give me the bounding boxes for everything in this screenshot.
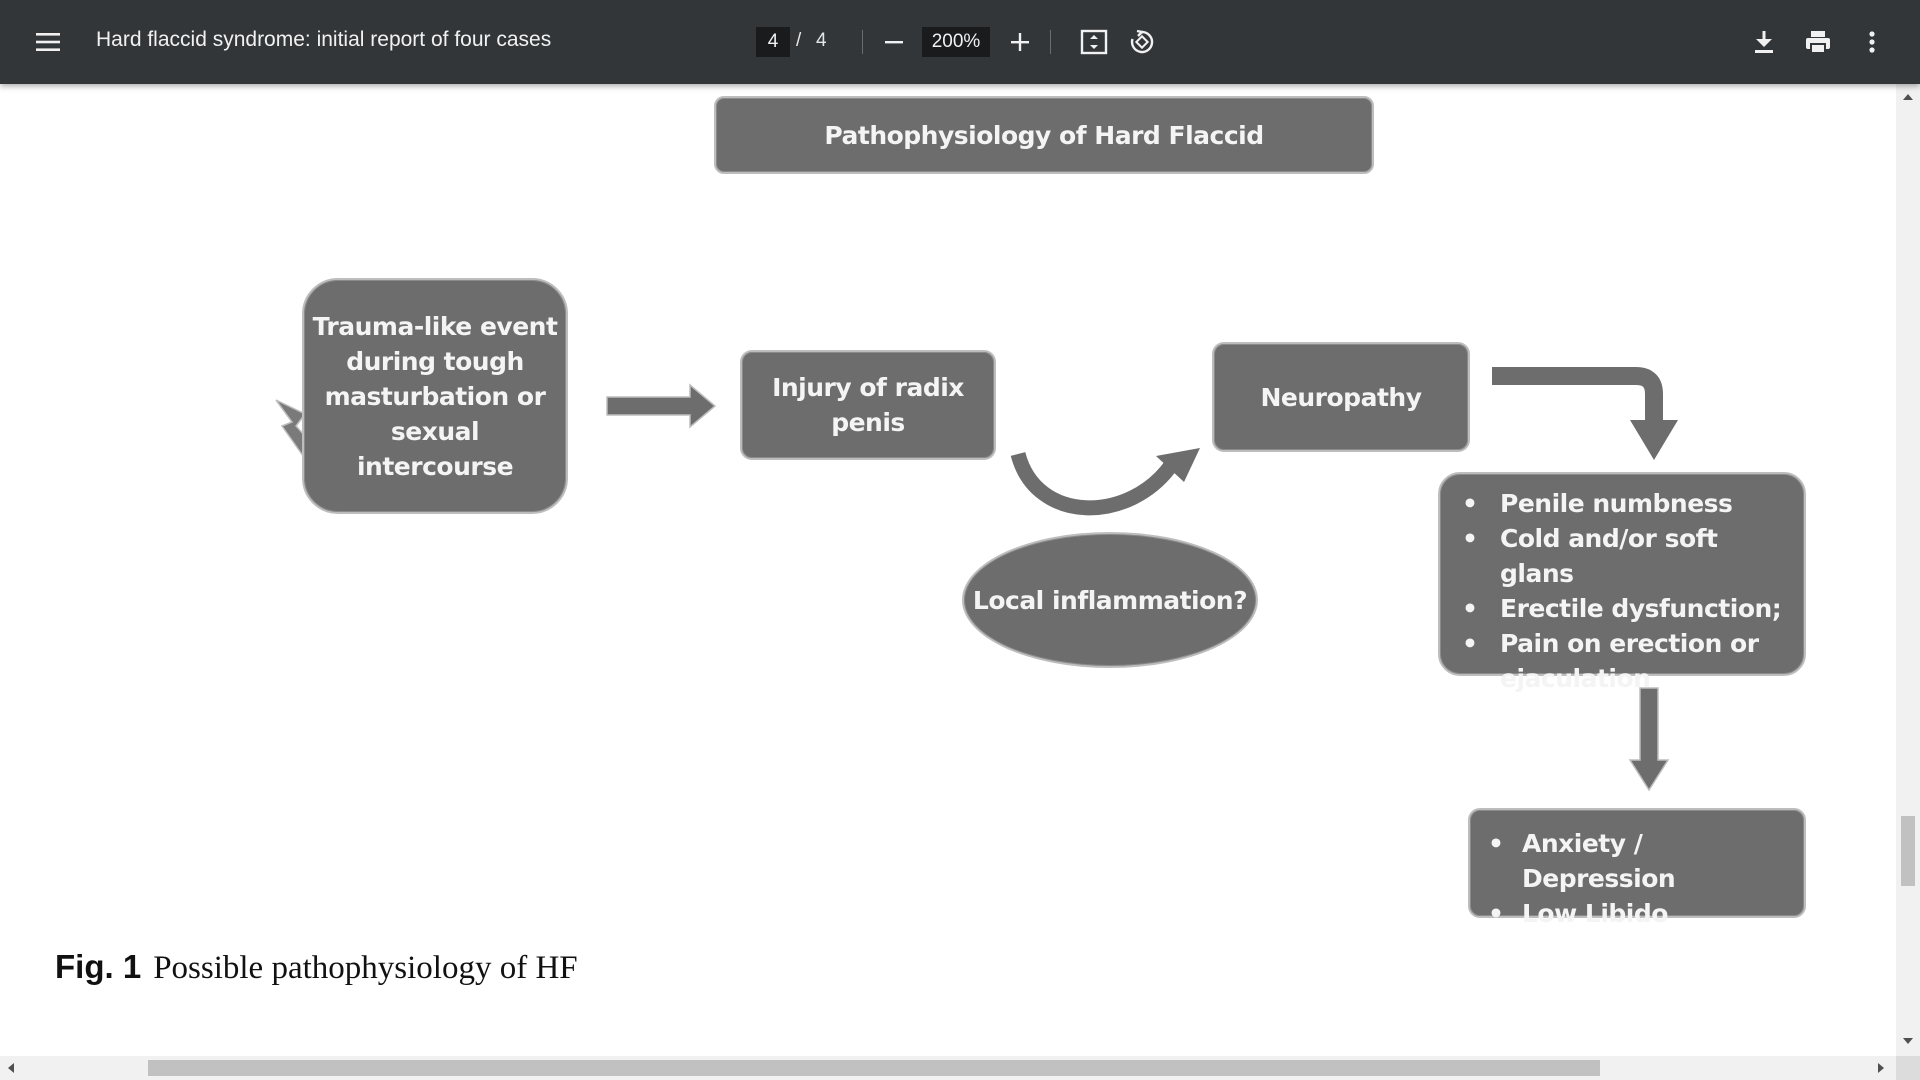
page-total: 4 bbox=[816, 30, 827, 51]
mood-item: Anxiety / Depression bbox=[1486, 826, 1794, 896]
symptom-item: Cold and/or soft glans bbox=[1460, 521, 1786, 591]
more-icon[interactable] bbox=[1852, 22, 1892, 62]
symptoms-box: Penile numbness Cold and/or soft glans E… bbox=[1438, 472, 1806, 693]
scrollbar-corner bbox=[1896, 1056, 1920, 1080]
trauma-event-box: Trauma-like event during tough masturbat… bbox=[302, 278, 568, 514]
download-icon[interactable] bbox=[1744, 22, 1784, 62]
symptom-item: Penile numbness bbox=[1460, 486, 1786, 521]
symptom-item: Erectile dysfunction; bbox=[1460, 591, 1786, 626]
vertical-scroll-thumb[interactable] bbox=[1901, 816, 1915, 886]
figure-caption-text: Possible pathophysiology of HF bbox=[153, 950, 578, 986]
horizontal-scroll-thumb[interactable] bbox=[148, 1060, 1600, 1076]
local-inflammation-ellipse: Local inflammation? bbox=[962, 532, 1258, 668]
pdf-page-view: Pathophysiology of Hard Flaccid Trauma-l… bbox=[0, 84, 1920, 1080]
scroll-down-icon[interactable] bbox=[1903, 1038, 1913, 1044]
pdf-toolbar: Hard flaccid syndrome: initial report of… bbox=[0, 0, 1920, 84]
fit-page-icon[interactable] bbox=[1074, 22, 1114, 62]
toolbar-divider bbox=[862, 30, 863, 54]
document-title: Hard flaccid syndrome: initial report of… bbox=[96, 28, 552, 51]
zoom-in-icon[interactable] bbox=[1000, 22, 1040, 62]
neuropathy-box: Neuropathy bbox=[1212, 342, 1470, 452]
scroll-left-icon[interactable] bbox=[8, 1063, 14, 1073]
flow-arrows bbox=[275, 367, 1678, 792]
page-number-input[interactable] bbox=[756, 27, 790, 57]
arrow-trauma-to-injury bbox=[606, 383, 717, 429]
mood-item: Low Libido bbox=[1486, 896, 1794, 931]
horizontal-scrollbar[interactable] bbox=[0, 1056, 1896, 1080]
zoom-level-input[interactable] bbox=[922, 27, 990, 57]
zoom-out-icon[interactable] bbox=[876, 22, 912, 62]
injury-radix-box: Injury of radix penis bbox=[740, 350, 996, 460]
page-separator: / bbox=[796, 30, 802, 51]
print-icon[interactable] bbox=[1798, 22, 1838, 62]
arrow-curve-to-neuropathy bbox=[1010, 451, 1179, 516]
figure-caption: Fig. 1 Possible pathophysiology of HF bbox=[55, 948, 578, 987]
figure-label: Fig. 1 bbox=[55, 948, 142, 985]
arrow-neuropathy-to-symptoms bbox=[1492, 367, 1663, 424]
figure-title-box: Pathophysiology of Hard Flaccid bbox=[714, 96, 1374, 174]
scroll-right-icon[interactable] bbox=[1878, 1063, 1884, 1073]
scroll-up-icon[interactable] bbox=[1903, 94, 1913, 100]
symptom-item: Pain on erection or ejaculation bbox=[1460, 626, 1786, 696]
mood-effects-box: Anxiety / Depression Low Libido bbox=[1468, 808, 1806, 931]
menu-icon[interactable] bbox=[28, 22, 68, 62]
vertical-scrollbar[interactable] bbox=[1896, 84, 1920, 1056]
rotate-icon[interactable] bbox=[1122, 22, 1162, 62]
arrow-symptoms-to-mood bbox=[1628, 687, 1670, 792]
toolbar-divider bbox=[1050, 30, 1051, 54]
